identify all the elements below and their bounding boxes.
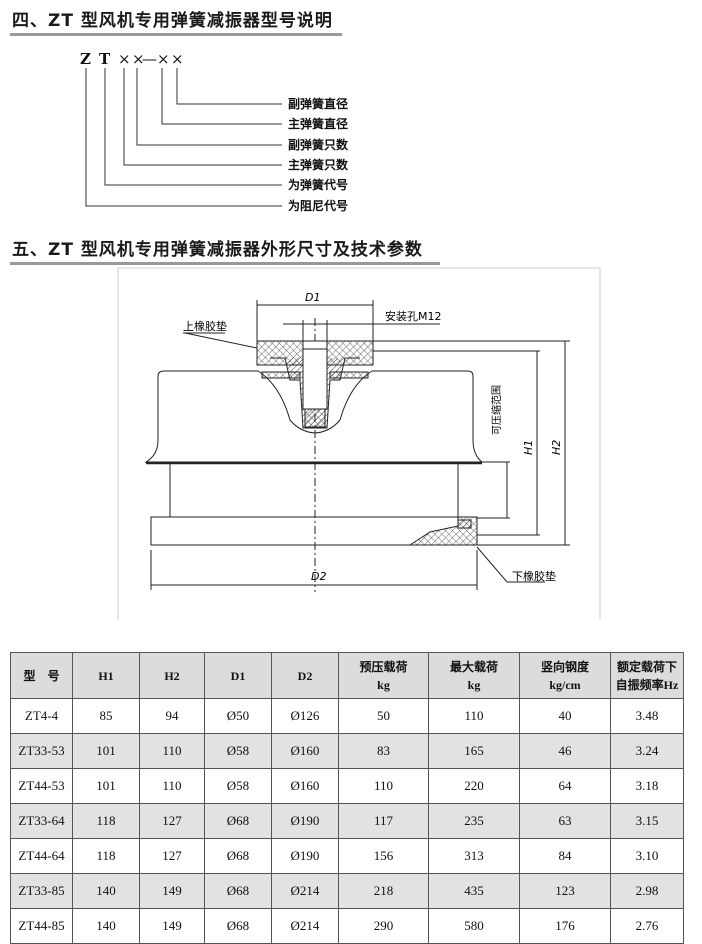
table-cell: ZT33-85 (10, 873, 73, 909)
code-label: 主弹簧只数 (288, 158, 349, 172)
table-cell: Ø68 (204, 803, 272, 839)
table-cell: ZT44-85 (10, 908, 73, 944)
h1-label: H1 (522, 440, 535, 455)
code-x2: × (132, 50, 145, 68)
table-cell: 2.98 (610, 873, 684, 909)
upper-pad-label: 上橡胶垫 (183, 319, 227, 333)
code-x1: × (118, 50, 131, 68)
table-cell: Ø190 (271, 803, 339, 839)
table-cell: Ø58 (204, 768, 272, 804)
code-dash: — (142, 50, 157, 68)
table-cell: Ø214 (271, 873, 339, 909)
code-t: T (99, 50, 111, 68)
table-cell: ZT33-53 (10, 733, 73, 769)
table-cell: 101 (72, 768, 140, 804)
table-cell: Ø58 (204, 733, 272, 769)
table-cell: 84 (519, 838, 611, 874)
lower-pad-label: 下橡胶垫 (512, 569, 556, 583)
mount-hole-label: 安装孔M12 (385, 309, 442, 323)
table-cell: 220 (428, 768, 520, 804)
table-cell: 118 (72, 803, 140, 839)
table-cell: 85 (72, 698, 140, 734)
code-label: 主弹簧直径 (288, 117, 349, 131)
code-leader-lines (85, 68, 282, 207)
table-cell: 110 (139, 733, 205, 769)
table-cell: 123 (519, 873, 611, 909)
table-cell: 3.18 (610, 768, 684, 804)
code-z: Z (80, 50, 91, 68)
table-cell: Ø50 (204, 698, 272, 734)
table-cell: 218 (338, 873, 429, 909)
table-cell: 117 (338, 803, 429, 839)
table-cell: 127 (139, 838, 205, 874)
table-cell: Ø190 (271, 838, 339, 874)
table-cell: 3.48 (610, 698, 684, 734)
table-cell: 83 (338, 733, 429, 769)
code-label: 副弹簧直径 (288, 97, 349, 111)
table-cell: 156 (338, 838, 429, 874)
table-cell: 290 (338, 908, 429, 944)
table-cell: ZT33-64 (10, 803, 73, 839)
table-cell: 165 (428, 733, 520, 769)
table-cell: 110 (428, 698, 520, 734)
table-cell: 118 (72, 838, 140, 874)
table-cell: 313 (428, 838, 520, 874)
table-cell: 140 (72, 873, 140, 909)
table-cell: 149 (139, 908, 205, 944)
table-cell: 110 (139, 768, 205, 804)
table-cell: 46 (519, 733, 611, 769)
title-underline (10, 33, 342, 36)
table-cell: Ø126 (271, 698, 339, 734)
h2-label: H2 (550, 440, 563, 455)
table-cell: 435 (428, 873, 520, 909)
table-cell: Ø160 (271, 768, 339, 804)
table-cell: Ø214 (271, 908, 339, 944)
table-cell: Ø68 (204, 873, 272, 909)
table-cell: 235 (428, 803, 520, 839)
compress-range-label: 可压缩范围 (490, 385, 503, 435)
table-cell: 101 (72, 733, 140, 769)
table-cell: ZT4-4 (10, 698, 73, 734)
title-underline (10, 262, 440, 265)
table-cell: 3.10 (610, 838, 684, 874)
d1-label: D1 (305, 291, 320, 304)
code-x3: × (157, 50, 170, 68)
table-cell: 3.24 (610, 733, 684, 769)
table-cell: 3.15 (610, 803, 684, 839)
table-cell: 176 (519, 908, 611, 944)
table-cell: 580 (428, 908, 520, 944)
d2-label: D2 (311, 570, 326, 583)
table-cell: 2.76 (610, 908, 684, 944)
table-cell: ZT44-53 (10, 768, 73, 804)
table-cell: 140 (72, 908, 140, 944)
table-cell: 110 (338, 768, 429, 804)
section-5-title: 五、ZT 型风机专用弹簧减振器外形尺寸及技术参数 (12, 240, 423, 260)
table-cell: 63 (519, 803, 611, 839)
section-4-title: 四、ZT 型风机专用弹簧减振器型号说明 (12, 11, 333, 31)
table-cell: 149 (139, 873, 205, 909)
table-cell: 64 (519, 768, 611, 804)
table-cell: ZT44-64 (10, 838, 73, 874)
table-cell: 40 (519, 698, 611, 734)
damper-drawing: D1 安装孔M12 上橡胶垫 D2 下橡胶垫 H1 H2 可压缩范围 (117, 267, 601, 620)
table-cell: 50 (338, 698, 429, 734)
code-label: 为阻尼代号 (288, 199, 349, 213)
table-cell: Ø68 (204, 838, 272, 874)
table-cell: Ø68 (204, 908, 272, 944)
table-cell: 94 (139, 698, 205, 734)
table-cell: 127 (139, 803, 205, 839)
code-label: 为弹簧代号 (288, 178, 349, 192)
code-label: 副弹簧只数 (288, 138, 349, 152)
table-cell: Ø160 (271, 733, 339, 769)
code-x4: × (171, 50, 184, 68)
